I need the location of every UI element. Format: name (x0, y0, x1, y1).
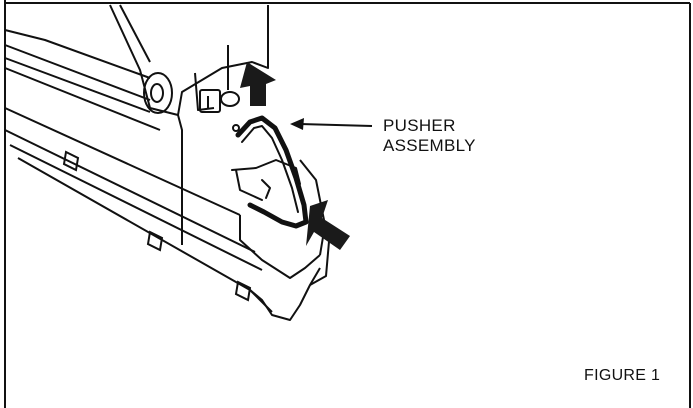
figure-caption: FIGURE 1 (584, 367, 661, 384)
pusher-assembly-callout: PUSHER ASSEMBLY (383, 116, 476, 156)
up-arrow (240, 62, 276, 106)
rail-slots (62, 150, 252, 302)
callout-line-2: ASSEMBLY (383, 136, 476, 155)
hinge-housing (109, 4, 269, 245)
callout-line-1: PUSHER (383, 116, 456, 135)
callout-leader-arrow (290, 118, 373, 130)
slot (146, 230, 164, 252)
right-arrow (306, 200, 350, 250)
slot (62, 150, 80, 172)
slot (234, 280, 252, 302)
pusher-assembly (231, 115, 309, 229)
tray-rail (4, 29, 331, 321)
